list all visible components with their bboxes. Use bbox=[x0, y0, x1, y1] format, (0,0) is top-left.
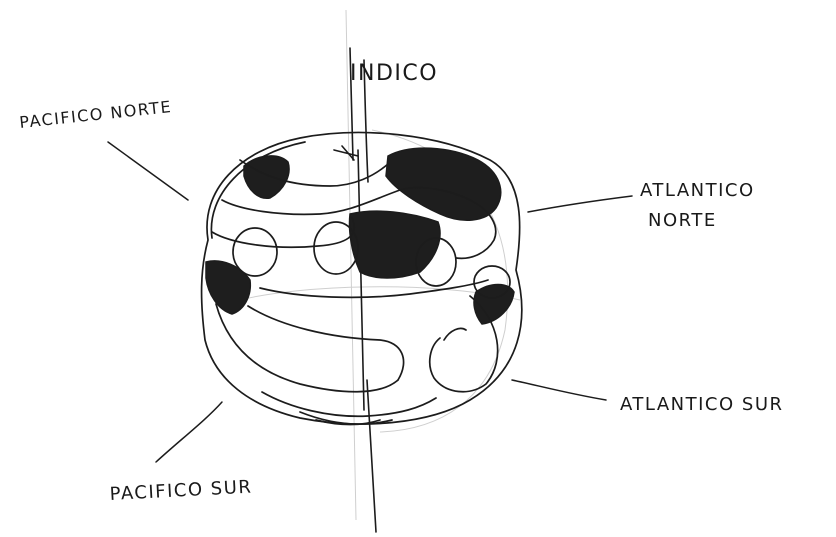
leader-lines bbox=[108, 142, 632, 462]
dark-mass-left bbox=[206, 261, 250, 314]
leader-pacifico-sur bbox=[156, 402, 222, 462]
dark-mass-center bbox=[349, 211, 440, 278]
leader-pacifico-norte bbox=[108, 142, 188, 200]
leader-atlantico-norte bbox=[528, 196, 632, 212]
leader-atlantico-sur bbox=[512, 380, 606, 400]
label-pacifico-norte: PACIFICO NORTE bbox=[18, 97, 173, 132]
label-indico: INDICO bbox=[350, 61, 438, 86]
label-atlantico-norte-1: ATLANTICO bbox=[640, 180, 755, 201]
label-atlantico-sur: ATLANTICO SUR bbox=[620, 394, 784, 415]
dark-mass-upper-left bbox=[244, 156, 289, 198]
label-atlantico-norte-2: NORTE bbox=[648, 210, 717, 231]
label-pacifico-sur: PACIFICO SUR bbox=[109, 477, 253, 505]
